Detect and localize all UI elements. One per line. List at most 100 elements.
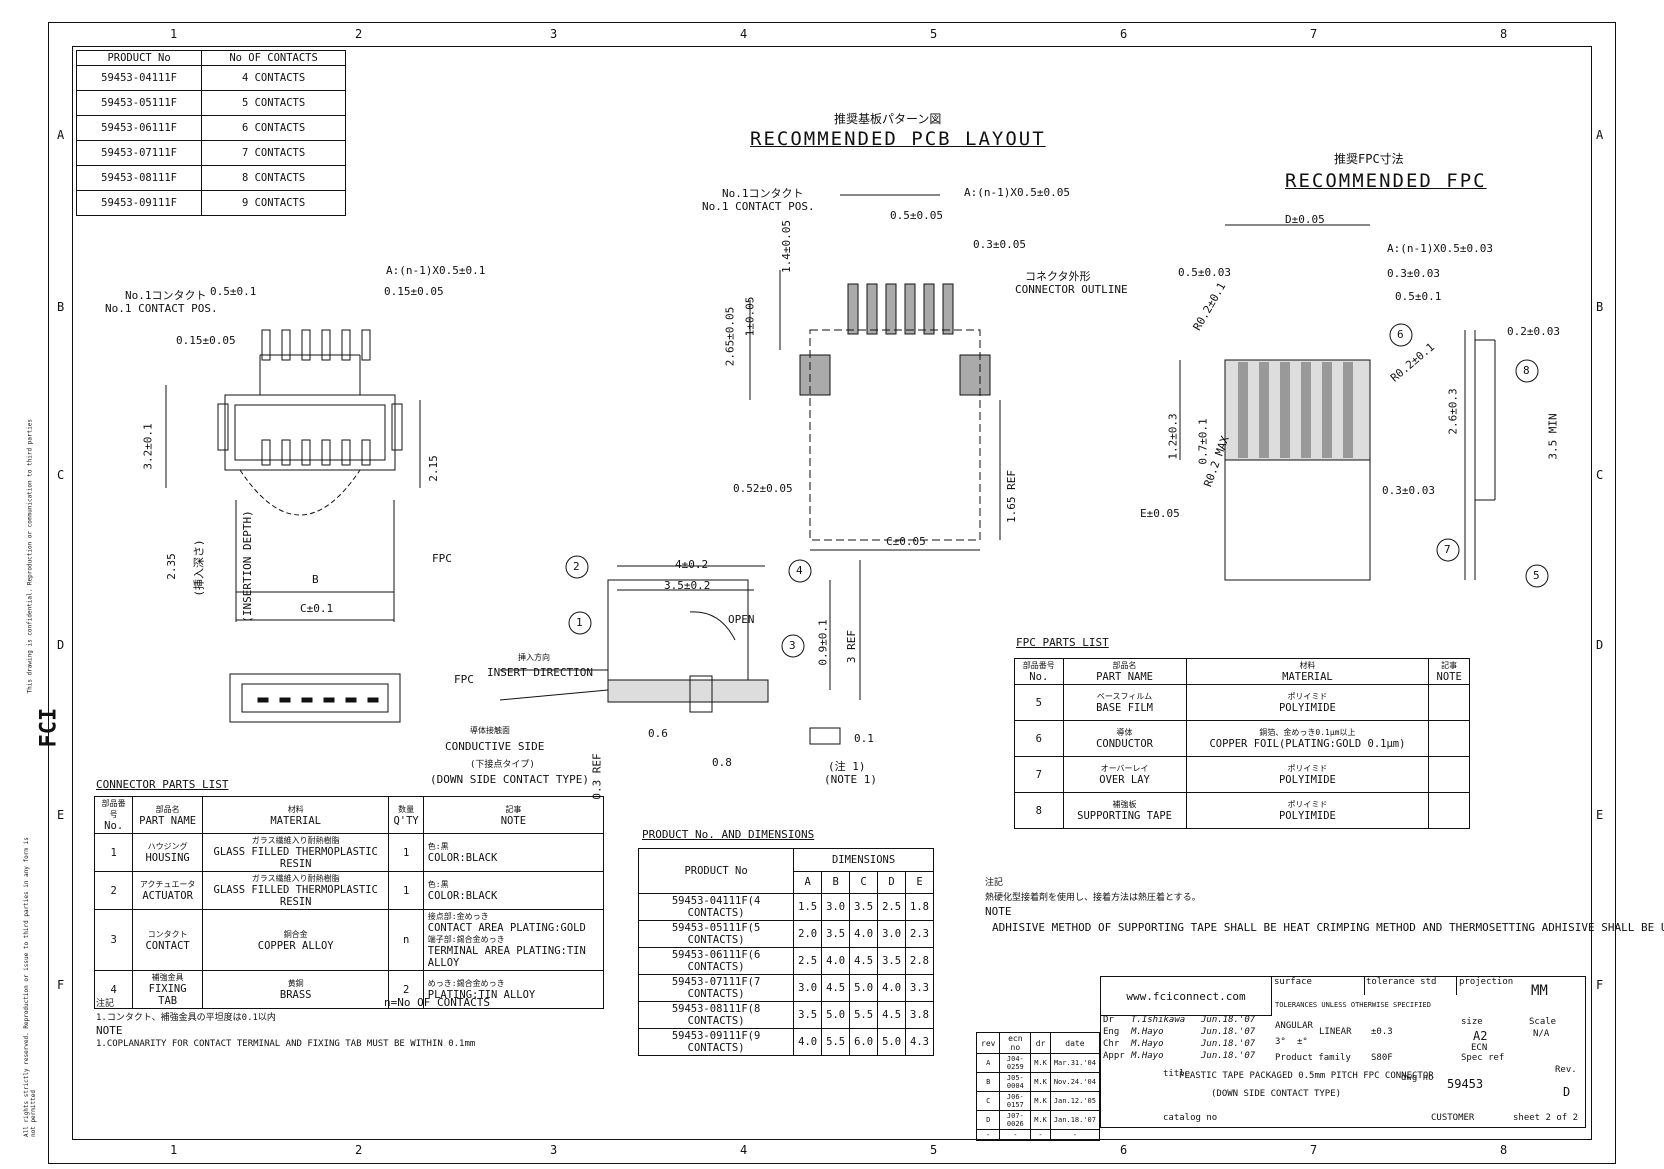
dims-cell: 3.5 xyxy=(821,920,851,948)
fp-name-en: SUPPORTING TAPE xyxy=(1077,810,1172,822)
connector-note: 1.COPLANARITY FOR CONTACT TERMINAL AND F… xyxy=(96,1039,476,1049)
zone-left-A: A xyxy=(57,128,65,142)
cp-qty: n xyxy=(388,909,424,971)
dims-cell: 2.3 xyxy=(905,920,934,948)
cp-name-en: ACTUATOR xyxy=(142,890,193,902)
connector-n-note: n=No OF CONTACTS xyxy=(384,996,490,1009)
connector-pin xyxy=(321,329,331,361)
fpc-trace xyxy=(1238,362,1248,458)
zone-top-4: 4 xyxy=(740,27,748,41)
front-pin xyxy=(279,697,291,703)
dims-cell: 3.5 xyxy=(793,1001,823,1029)
fpc-dim-11: 0.3±0.03 xyxy=(1382,484,1435,497)
fp-head-jp: 部品番号 xyxy=(1022,661,1055,670)
rev-cell: M.K xyxy=(1030,1053,1051,1073)
cp-note-en: PLATING:TIN ALLOY xyxy=(427,989,536,1001)
fp-note xyxy=(1428,684,1470,721)
product-cell: 59453-07111F xyxy=(75,140,203,166)
dims-col-B: B xyxy=(821,870,851,894)
tb-signature: M.Hayo xyxy=(1131,1039,1164,1049)
tb-title-2: (DOWN SIDE CONTACT TYPE) xyxy=(1211,1089,1342,1099)
connector-pin-bottom xyxy=(321,439,331,466)
tb-role: Chr xyxy=(1103,1039,1120,1049)
dims-cell: 5.5 xyxy=(849,1001,879,1029)
connector-pin-bottom xyxy=(281,439,291,466)
product-cell: 5 CONTACTS xyxy=(201,90,346,116)
dims-cell: 4.3 xyxy=(905,1028,934,1056)
dims-cell: 4.0 xyxy=(877,974,907,1002)
tb-date: Jun.18.'07 xyxy=(1201,1015,1256,1025)
cp-head-jp: 材料 xyxy=(287,804,304,814)
cp-mat-en: GLASS FILLED THERMOPLASTIC RESIN xyxy=(213,846,378,870)
dims-cell: 59453-07111F(7 CONTACTS) xyxy=(637,974,795,1002)
dims-cell: 5.5 xyxy=(821,1028,851,1056)
side-dim-6: 0.8 xyxy=(712,756,732,769)
fp-mat-en: POLYIMIDE xyxy=(1278,702,1336,714)
cp-name-en: CONTACT xyxy=(145,939,190,952)
rev-cell: J05-0004 xyxy=(999,1072,1032,1092)
side-cond-jp: 導体接触面 xyxy=(470,726,510,735)
cp-mat-en: COPPER ALLOY xyxy=(257,939,334,952)
fpc-dim-5: 0.5±0.1 xyxy=(1395,290,1442,303)
rev-head-cell: rev xyxy=(975,1032,1001,1054)
pcb-title-jp: 推奨基板パターン図 xyxy=(834,112,942,126)
rev-cell: M.K xyxy=(1030,1072,1051,1092)
fp-note xyxy=(1428,756,1470,793)
pcb-dim-5: 2.65±0.05 xyxy=(723,306,737,367)
fpc-dim-1: D±0.05 xyxy=(1285,213,1325,226)
conn-dim-1: 0.5±0.1 xyxy=(210,285,257,298)
side-open: OPEN xyxy=(728,613,755,626)
cp-note-jp: めっき:錫合金めっき xyxy=(427,979,505,988)
dims-cell: 5.0 xyxy=(821,1001,851,1029)
zone-bottom-8: 8 xyxy=(1500,1143,1508,1157)
zone-top-6: 6 xyxy=(1120,27,1128,41)
side-dim-4: 3 REF xyxy=(845,629,859,664)
side-note: (NOTE 1) xyxy=(824,773,877,786)
product-cell: 4 CONTACTS xyxy=(201,65,346,91)
fp-head-jp: 部品名 xyxy=(1112,661,1137,670)
fp-head-en: NOTE xyxy=(1436,671,1462,683)
product-cell: 59453-09111F xyxy=(75,190,203,216)
tb-scale-val: N/A xyxy=(1533,1029,1550,1039)
connector-pin-bottom xyxy=(361,439,371,466)
tb-family: Product family xyxy=(1275,1053,1351,1063)
cp-note-jp: 色:黒 xyxy=(427,842,449,851)
tb-signature: T.Ishikawa xyxy=(1131,1015,1186,1025)
tb-signature: M.Hayo xyxy=(1131,1051,1164,1061)
fpc-note-jp-head: 注記 xyxy=(985,878,1004,888)
conn-dim-5: 3.2±0.1 xyxy=(141,423,155,470)
front-pin xyxy=(301,697,313,703)
tb-dwg-label: dwg no xyxy=(1401,1073,1434,1083)
fp-head-en: PART NAME xyxy=(1096,671,1153,683)
tb-tol-note: TOLERANCES UNLESS OTHERWISE SPECIFIED xyxy=(1275,1001,1431,1009)
dims-cell: 3.0 xyxy=(821,893,851,921)
fpc-dim-14: 2.6±0.3 xyxy=(1446,388,1460,435)
tb-ang-2: ±° xyxy=(1297,1037,1308,1047)
fp-mat-jp: 銅箔、金めっき0.1μm以上 xyxy=(1259,728,1356,737)
pcb-dim-4: 1±0.05 xyxy=(743,296,757,337)
connector-pin-bottom xyxy=(341,439,351,466)
rev-cell: - xyxy=(999,1129,1032,1141)
cp-note-jp: 端子部:錫合金めっき xyxy=(427,935,505,944)
side-insert: INSERT DIRECTION xyxy=(487,666,593,679)
tb-projection: projection xyxy=(1459,977,1514,987)
rev-cell: Jan.12.'05 xyxy=(1049,1091,1101,1111)
cp-no: 1 xyxy=(93,833,134,872)
cp-head-jp: 部品名 xyxy=(155,804,180,814)
title-block: www.fciconnect.com surface tolerance std… xyxy=(1100,976,1586,1128)
dims-col-E: E xyxy=(905,870,934,894)
conn-dim-7b: (挿入深さ) xyxy=(192,539,206,597)
cp-qty: 2 xyxy=(388,970,424,1009)
